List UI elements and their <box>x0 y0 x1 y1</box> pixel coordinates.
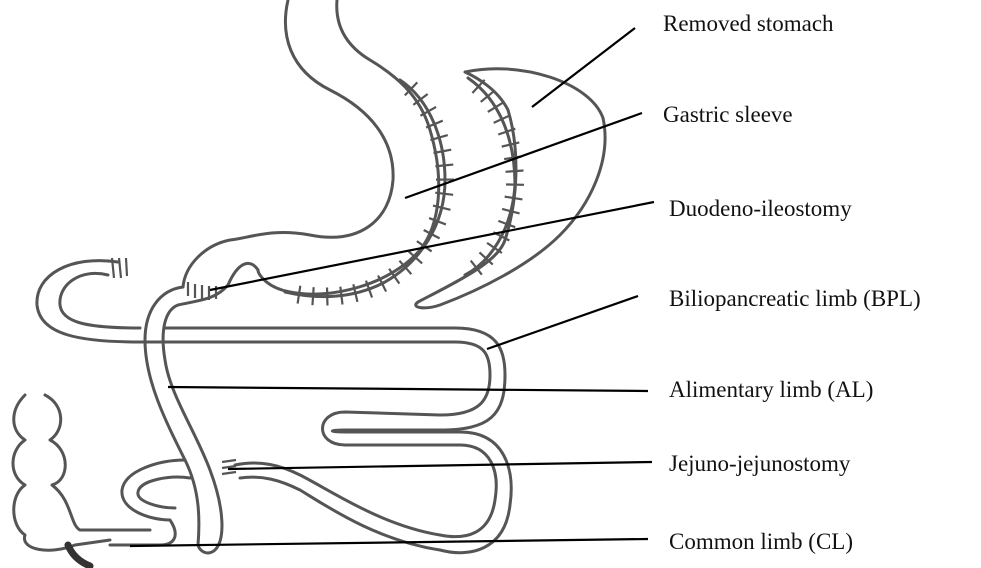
gastric-sleeve-shape <box>183 0 439 294</box>
label-alimentary-limb: Alimentary limb (AL) <box>669 377 873 402</box>
common-limb-shape <box>110 460 190 545</box>
leader-common-limb <box>130 539 648 546</box>
staple-tick <box>312 287 313 305</box>
label-biliopancreatic-limb: Biliopancreatic limb (BPL) <box>669 286 921 311</box>
staple-tick <box>506 171 524 172</box>
staple-line-removed <box>465 78 524 275</box>
staple-line-sleeve <box>285 80 454 306</box>
label-gastric-sleeve: Gastric sleeve <box>663 102 793 127</box>
jejuno-jejunostomy-staples <box>222 460 236 474</box>
staple-tick <box>340 287 342 305</box>
leader-jejuno-jejunostomy <box>228 462 652 469</box>
leader-biliopancreatic-limb <box>487 296 638 349</box>
colon-shape <box>13 395 110 566</box>
staple-tick <box>505 197 523 200</box>
leader-alimentary-limb <box>168 387 648 391</box>
biliopancreatic-limb-shape <box>150 328 511 553</box>
alimentary-limb-shape <box>145 285 228 553</box>
duodenal-stump <box>37 258 170 342</box>
label-common-limb: Common limb (CL) <box>669 529 853 554</box>
labels: Removed stomach Gastric sleeve Duodeno-i… <box>663 11 921 554</box>
label-jejuno-jejunostomy: Jejuno-jejunostomy <box>669 451 851 476</box>
staple-tick <box>488 103 503 112</box>
staple-tick <box>298 286 301 304</box>
label-removed-stomach: Removed stomach <box>663 11 834 36</box>
label-duodeno-ileostomy: Duodeno-ileostomy <box>669 196 852 221</box>
leader-duodeno-ileostomy <box>210 202 654 290</box>
